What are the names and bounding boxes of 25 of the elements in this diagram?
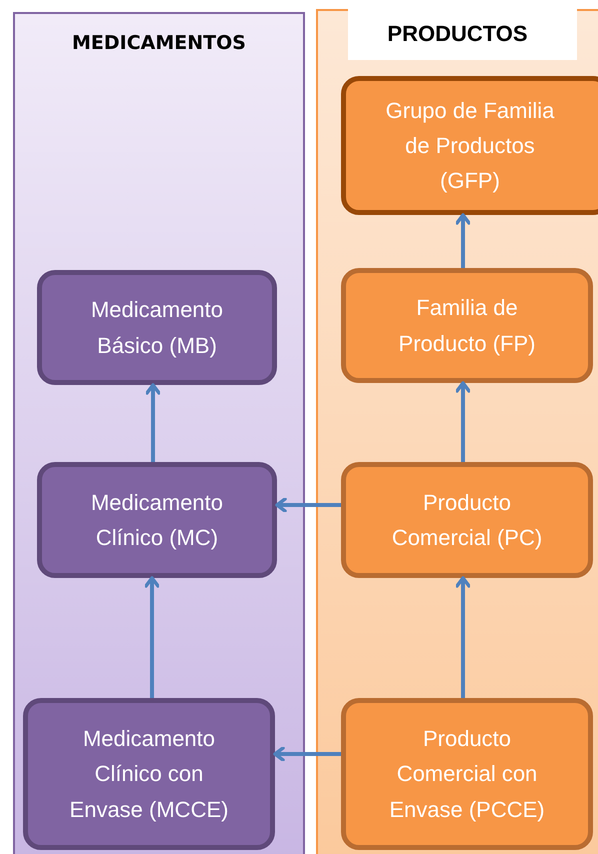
arrow bbox=[144, 576, 160, 698]
entity-label: Medicamento Clínico con Envase (MCCE) bbox=[68, 725, 230, 824]
entity-label: Medicamento Básico (MB) bbox=[90, 296, 224, 360]
entity-label: Familia de Producto (FP) bbox=[398, 294, 536, 358]
entity-box bbox=[37, 270, 277, 385]
entity-box bbox=[23, 698, 275, 850]
arrow bbox=[455, 381, 471, 462]
entity-label: Producto Comercial con Envase (PCCE) bbox=[388, 725, 546, 824]
arrow bbox=[273, 746, 341, 762]
entity-label: Producto Comercial (PC) bbox=[390, 488, 544, 552]
entity-box bbox=[341, 268, 593, 383]
entity-box bbox=[341, 76, 598, 215]
entity-box bbox=[341, 462, 593, 578]
panel-heading: MEDICAMENTOS bbox=[71, 32, 247, 54]
arrow bbox=[145, 383, 161, 462]
arrow bbox=[455, 213, 471, 268]
arrow bbox=[275, 497, 341, 513]
panel-heading: PRODUCTOS bbox=[348, 9, 577, 60]
entity-label: Medicamento Clínico (MC) bbox=[90, 488, 224, 552]
entity-label: Grupo de Familia de Productos (GFP) bbox=[384, 96, 556, 196]
category-panel bbox=[316, 9, 598, 854]
entity-box bbox=[37, 462, 277, 578]
category-panel bbox=[13, 12, 305, 854]
arrow bbox=[455, 576, 471, 698]
entity-box bbox=[341, 698, 593, 850]
